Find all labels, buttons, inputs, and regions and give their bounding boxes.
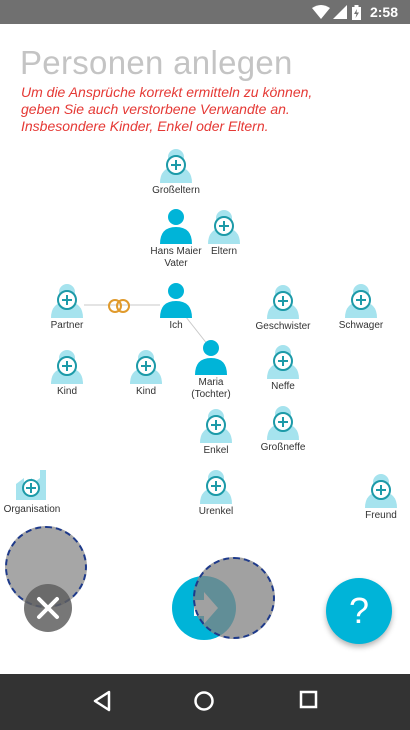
- person-add-icon: [267, 285, 299, 319]
- person-icon: [195, 340, 227, 375]
- node-label: Großeltern: [152, 185, 200, 196]
- node-label: Enkel: [203, 445, 229, 456]
- person-icon: [160, 209, 192, 244]
- help-label: ?: [348, 590, 370, 631]
- node-label: Großneffe: [260, 442, 306, 453]
- node-label: Urenkel: [198, 506, 234, 517]
- back-icon[interactable]: [92, 690, 112, 712]
- node-label: Ich: [169, 320, 183, 331]
- wifi-icon: [312, 5, 330, 19]
- person-add-icon: [345, 284, 377, 318]
- subtitle-line: geben Sie auch verstorbene Verwandte an.: [21, 101, 290, 117]
- signal-icon: [333, 5, 347, 19]
- battery-charging-icon: [352, 5, 361, 20]
- person-add-icon: [200, 409, 232, 443]
- node-label: Kind: [56, 386, 77, 397]
- person-add-icon: [51, 284, 83, 318]
- person-add-icon: [130, 350, 162, 384]
- add-kind-button[interactable]: Kind: [22, 348, 112, 398]
- person-add-icon: [51, 350, 83, 384]
- add-geschwister-button[interactable]: Geschwister: [238, 283, 328, 333]
- page-subtitle: Um die Ansprüche korrekt ermitteln zu kö…: [21, 84, 401, 135]
- add-partner-button[interactable]: Partner: [22, 282, 112, 332]
- status-time: 2:58: [369, 4, 398, 20]
- person-ich[interactable]: Ich: [131, 282, 221, 332]
- node-label: Neffe: [271, 381, 295, 392]
- node-label: Partner: [50, 320, 84, 331]
- node-label: Freund: [365, 510, 397, 521]
- close-button[interactable]: [24, 584, 72, 632]
- node-label: Maria: [198, 377, 224, 388]
- node-label: Vater: [164, 258, 188, 269]
- person-tochter[interactable]: Maria (Tochter): [166, 339, 256, 401]
- add-enkel-button[interactable]: Enkel: [171, 407, 261, 457]
- add-urenkel-button[interactable]: Urenkel: [171, 468, 261, 518]
- person-add-icon: [267, 345, 299, 379]
- status-bar: 2:58: [0, 0, 410, 24]
- subtitle-line: Insbesondere Kinder, Enkel oder Eltern.: [21, 118, 269, 134]
- recents-icon[interactable]: [299, 690, 319, 710]
- node-label: Eltern: [210, 246, 238, 257]
- page-title: Personen anlegen: [20, 44, 293, 81]
- node-label: (Tochter): [191, 389, 231, 400]
- wedding-rings-icon: [108, 299, 130, 313]
- add-eltern-button[interactable]: Eltern: [179, 208, 269, 258]
- add-grosseltern-button[interactable]: Großeltern: [131, 147, 221, 197]
- person-add-icon: [267, 406, 299, 440]
- node-label: Geschwister: [255, 321, 311, 332]
- add-schwager-button[interactable]: Schwager: [316, 282, 406, 332]
- person-icon: [160, 283, 192, 318]
- person-add-icon: [208, 210, 240, 244]
- add-grossneffe-button[interactable]: Großneffe: [238, 404, 328, 454]
- person-add-icon: [365, 474, 397, 508]
- home-icon[interactable]: [193, 690, 215, 712]
- add-neffe-button[interactable]: Neffe: [238, 343, 328, 393]
- add-freund-button[interactable]: Freund: [336, 472, 410, 522]
- person-add-icon: [200, 470, 232, 504]
- node-label: Kind: [135, 386, 156, 397]
- subtitle-line: Um die Ansprüche korrekt ermitteln zu kö…: [21, 84, 313, 100]
- factory-add-icon: [16, 470, 46, 500]
- person-vater[interactable]: Hans Maier Vater: [131, 208, 221, 270]
- help-button[interactable]: ?: [326, 578, 392, 644]
- close-icon: [37, 597, 59, 619]
- touch-indicator: [193, 557, 275, 639]
- node-label: Hans Maier: [150, 246, 202, 257]
- person-add-icon: [160, 149, 192, 183]
- add-organisation-button[interactable]: Organisation: [0, 466, 77, 516]
- node-label: Organisation: [3, 504, 61, 515]
- navigation-bar: [0, 674, 410, 730]
- add-kind-button[interactable]: Kind: [101, 348, 191, 398]
- node-label: Schwager: [338, 320, 384, 331]
